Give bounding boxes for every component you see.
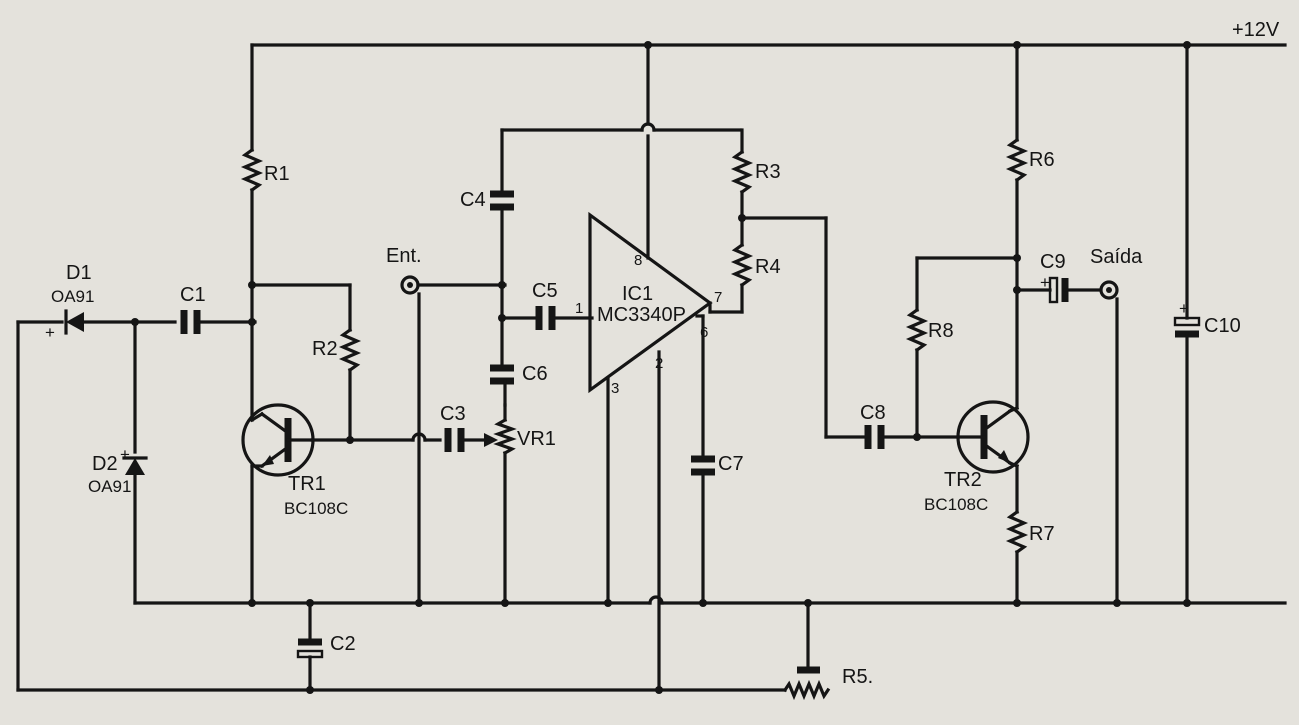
- capacitor-c1: C1: [180, 284, 257, 334]
- r3-label: R3: [755, 161, 781, 183]
- output-jack: Saída: [1090, 246, 1143, 605]
- input-label: Ent.: [386, 245, 422, 267]
- tr2-ref: TR2: [944, 469, 982, 491]
- d2-polarity: +: [120, 445, 130, 464]
- c10-label: C10: [1204, 315, 1241, 337]
- ic1-part: MC3340P: [597, 304, 686, 326]
- ic1-ref: IC1: [622, 283, 653, 305]
- resistor-r4: R4: [730, 242, 781, 314]
- resistor-r3: R3: [730, 128, 781, 247]
- c9-polarity: +: [1040, 273, 1050, 292]
- resistor-r1: R1: [240, 43, 290, 422]
- ic1-pin1: 1: [575, 300, 583, 317]
- diode-d2: + D2 OA91: [88, 320, 148, 605]
- resistor-r2: R2: [312, 327, 362, 442]
- c10-polarity: +: [1179, 299, 1189, 318]
- r1-label: R1: [264, 163, 290, 185]
- r2-label: R2: [312, 338, 338, 360]
- c7-label: C7: [718, 453, 744, 475]
- resistor-r8: R8: [905, 256, 1019, 439]
- tr1-ref: TR1: [288, 473, 326, 495]
- ic1-pin6: 6: [700, 324, 708, 341]
- wire-tr1-base: [310, 432, 442, 442]
- capacitor-c8: C8: [860, 402, 960, 449]
- wire-r2-loop: [250, 283, 352, 332]
- supply-label: +12V: [1232, 19, 1280, 41]
- capacitor-c5: C5: [500, 280, 594, 330]
- potentiometer-vr1: VR1: [493, 403, 556, 605]
- capacitor-c9: + C9: [1015, 251, 1102, 304]
- tr2-part: BC108C: [924, 495, 988, 514]
- c6-label: C6: [522, 363, 548, 385]
- input-jack: Ent.: [386, 245, 507, 605]
- resistor-r6: R6: [1005, 43, 1055, 410]
- capacitor-c3: C3: [440, 403, 498, 452]
- d1-part: OA91: [51, 287, 94, 306]
- r4-label: R4: [755, 256, 781, 278]
- ic1-pin7: 7: [714, 289, 722, 306]
- capacitor-c10: + C10: [1173, 43, 1241, 605]
- vr1-label: VR1: [517, 428, 556, 450]
- d1-polarity: +: [45, 323, 55, 342]
- ic1-pin8: 8: [634, 252, 642, 269]
- r7-label: R7: [1029, 523, 1055, 545]
- transistor-tr1: TR1 BC108C: [241, 403, 348, 605]
- capacitor-c2: C2: [296, 601, 356, 692]
- capacitor-c6: C6: [490, 363, 548, 407]
- ic1-pin3: 3: [611, 380, 619, 397]
- capacitor-c7: C7: [691, 453, 744, 605]
- c2-label: C2: [330, 633, 356, 655]
- d2-part: OA91: [88, 477, 131, 496]
- r6-label: R6: [1029, 149, 1055, 171]
- d1-ref: D1: [66, 262, 92, 284]
- junction-dots: [131, 41, 1191, 694]
- resistor-r5: R5.: [782, 601, 873, 701]
- c5-label: C5: [532, 280, 558, 302]
- ground-rail: [133, 595, 1287, 605]
- ic1-pin2: 2: [655, 355, 663, 372]
- tr1-part: BC108C: [284, 499, 348, 518]
- c8-label: C8: [860, 402, 886, 424]
- output-label: Saída: [1090, 246, 1143, 268]
- c4-label: C4: [460, 189, 486, 211]
- resistor-r7: R7: [1005, 464, 1055, 605]
- wire-c4-top: [500, 122, 742, 192]
- r8-label: R8: [928, 320, 954, 342]
- diode-d1: + D1 OA91: [16, 262, 177, 342]
- r5-label: R5.: [842, 666, 873, 688]
- c3-label: C3: [440, 403, 466, 425]
- transistor-tr2: TR2 BC108C: [924, 400, 1030, 514]
- ic1-amplifier: IC1 MC3340P 1 8 7 6 2 3: [575, 43, 744, 692]
- c1-label: C1: [180, 284, 206, 306]
- c9-label: C9: [1040, 251, 1066, 273]
- wire-r3-r4-to-c8: [740, 216, 866, 439]
- d2-ref: D2: [92, 453, 118, 475]
- bottom-wire: [16, 320, 787, 692]
- capacitor-c4: C4: [460, 189, 514, 367]
